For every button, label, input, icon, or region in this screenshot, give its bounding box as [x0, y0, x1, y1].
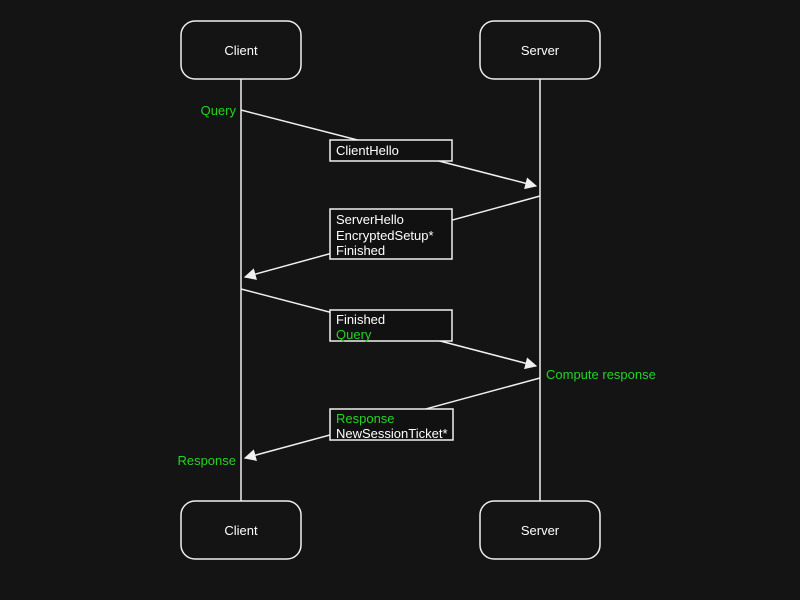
actor-client-top: Client	[180, 20, 302, 80]
message-line: Finished	[336, 312, 385, 327]
message-box	[329, 309, 453, 342]
message-label-client-hello: ClientHello	[329, 139, 453, 162]
message-label-server-hello: ServerHello EncryptedSetup* Finished	[329, 208, 453, 260]
actor-label-client: Client	[224, 43, 258, 58]
actor-server-top: Server	[479, 20, 601, 80]
message-box	[329, 139, 453, 162]
message-label-finished-query: Finished Query	[329, 309, 453, 342]
annotation-response: Response	[177, 453, 236, 468]
message-line: Query	[336, 327, 372, 342]
message-line: Finished	[336, 243, 385, 258]
actor-label-server: Server	[521, 43, 560, 58]
actor-label-client: Client	[224, 523, 258, 538]
actor-box	[479, 500, 601, 560]
message-box	[329, 408, 454, 441]
message-line: NewSessionTicket*	[336, 426, 448, 441]
message-line: EncryptedSetup*	[336, 228, 434, 243]
actor-box	[479, 20, 601, 80]
annotation-compute-response: Compute response	[546, 367, 656, 382]
actor-server-bottom: Server	[479, 500, 601, 560]
annotation-query: Query	[201, 103, 237, 118]
message-line: ServerHello	[336, 212, 404, 227]
actor-label-server: Server	[521, 523, 560, 538]
message-line: Response	[336, 411, 395, 426]
message-box	[329, 208, 453, 260]
message-line: ClientHello	[336, 143, 399, 158]
actor-box	[180, 500, 302, 560]
message-label-response-ticket: Response NewSessionTicket*	[329, 408, 454, 441]
actor-box	[180, 20, 302, 80]
actor-client-bottom: Client	[180, 500, 302, 560]
